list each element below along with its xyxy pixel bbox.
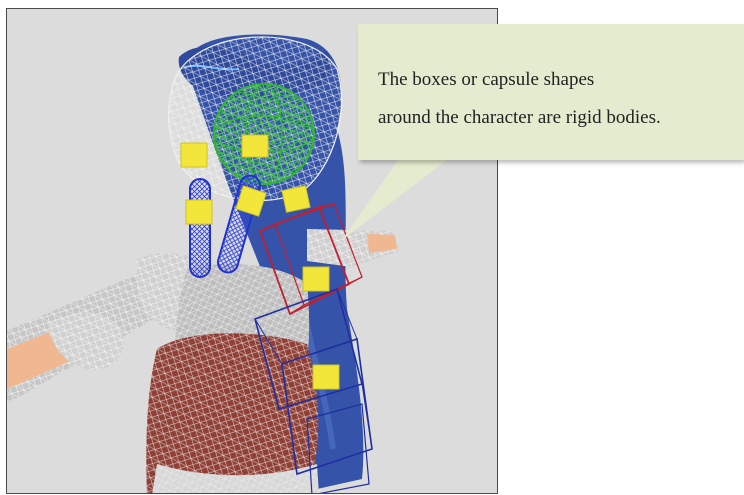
callout-text-line-2: around the character are rigid bodies.	[378, 99, 744, 137]
callout-box: The boxes or capsule shapes around the c…	[358, 24, 744, 160]
callout-text-line-1: The boxes or capsule shapes	[378, 61, 744, 99]
